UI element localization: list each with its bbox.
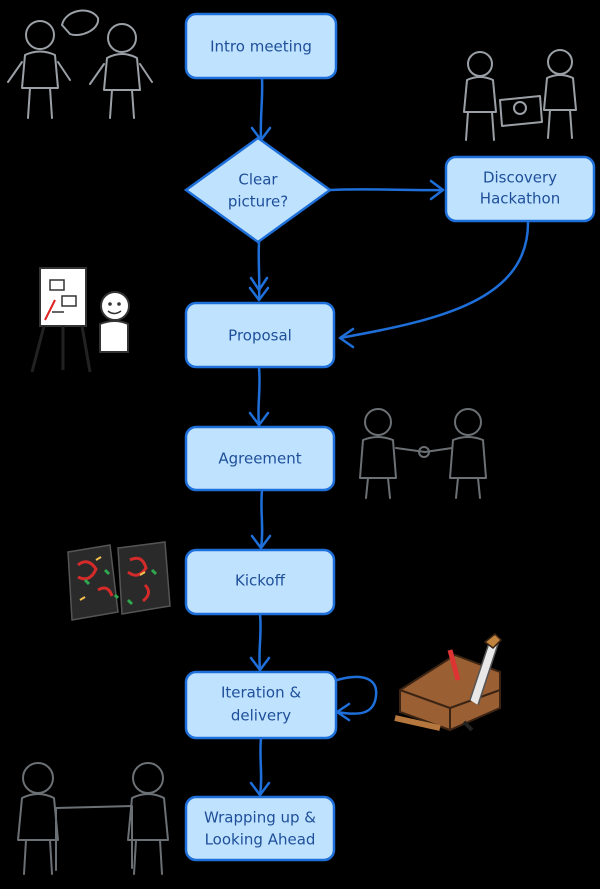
node-proposal[interactable]: Proposal (184, 301, 336, 369)
node-agreement[interactable]: Agreement (184, 425, 336, 492)
handshake-icon (359, 408, 487, 499)
node-wrapping-line1: Wrapping up & (204, 809, 316, 827)
edge-kickoff-to-iteration (258, 612, 262, 672)
node-iteration-line2: delivery (231, 707, 291, 725)
node-discovery-line2: Hackathon (480, 190, 560, 208)
node-discovery-hackathon[interactable]: Discovery Hackathon (444, 155, 596, 223)
edge-intro-to-clear (259, 76, 264, 142)
presentation-easel-icon (30, 267, 130, 373)
edge-iteration-to-wrapping (258, 736, 263, 797)
node-kickoff-label: Kickoff (235, 572, 286, 590)
edge-clear-to-discovery (328, 188, 445, 192)
node-iteration-delivery[interactable]: Iteration & delivery (184, 670, 338, 740)
people-at-desk-icon (463, 49, 577, 141)
arrowhead-kickoff-to-iteration (249, 656, 271, 672)
node-wrapping-up[interactable]: Wrapping up & Looking Ahead (184, 795, 336, 862)
people-at-table-icon (17, 762, 169, 875)
colorful-map-icon (67, 541, 171, 621)
node-proposal-label: Proposal (228, 327, 292, 345)
node-discovery-line1: Discovery (483, 169, 557, 187)
arrowhead-clear-to-proposal-2 (249, 276, 269, 292)
node-clear-picture-line2: picture? (228, 193, 288, 211)
edge-iteration-loop (335, 675, 378, 715)
node-agreement-label: Agreement (218, 450, 301, 468)
edge-agreement-to-kickoff (259, 488, 264, 550)
node-iteration-line1: Iteration & (221, 684, 301, 702)
arrowhead-agreement-to-kickoff (250, 534, 272, 550)
arrowhead-clear-to-proposal (248, 286, 270, 302)
node-kickoff[interactable]: Kickoff (184, 548, 336, 616)
edge-discovery-to-proposal (338, 218, 530, 340)
arrowhead-iteration-to-wrapping (249, 781, 271, 797)
arrowhead-clear-to-discovery (429, 179, 445, 201)
two-people-talking-icon (7, 9, 153, 119)
node-wrapping-line2: Looking Ahead (205, 831, 316, 849)
node-intro-meeting-label: Intro meeting (210, 38, 312, 56)
arrowhead-discovery-to-proposal (338, 327, 355, 349)
edges (248, 76, 530, 797)
node-clear-picture[interactable]: Clear picture? (183, 136, 333, 244)
toolbox-icon (394, 632, 503, 732)
node-intro-meeting[interactable]: Intro meeting (184, 12, 338, 80)
edge-proposal-to-agreement (257, 366, 261, 427)
arrowhead-proposal-to-agreement (248, 411, 270, 427)
node-clear-picture-line1: Clear (238, 171, 278, 189)
edge-clear-to-proposal (257, 240, 261, 302)
